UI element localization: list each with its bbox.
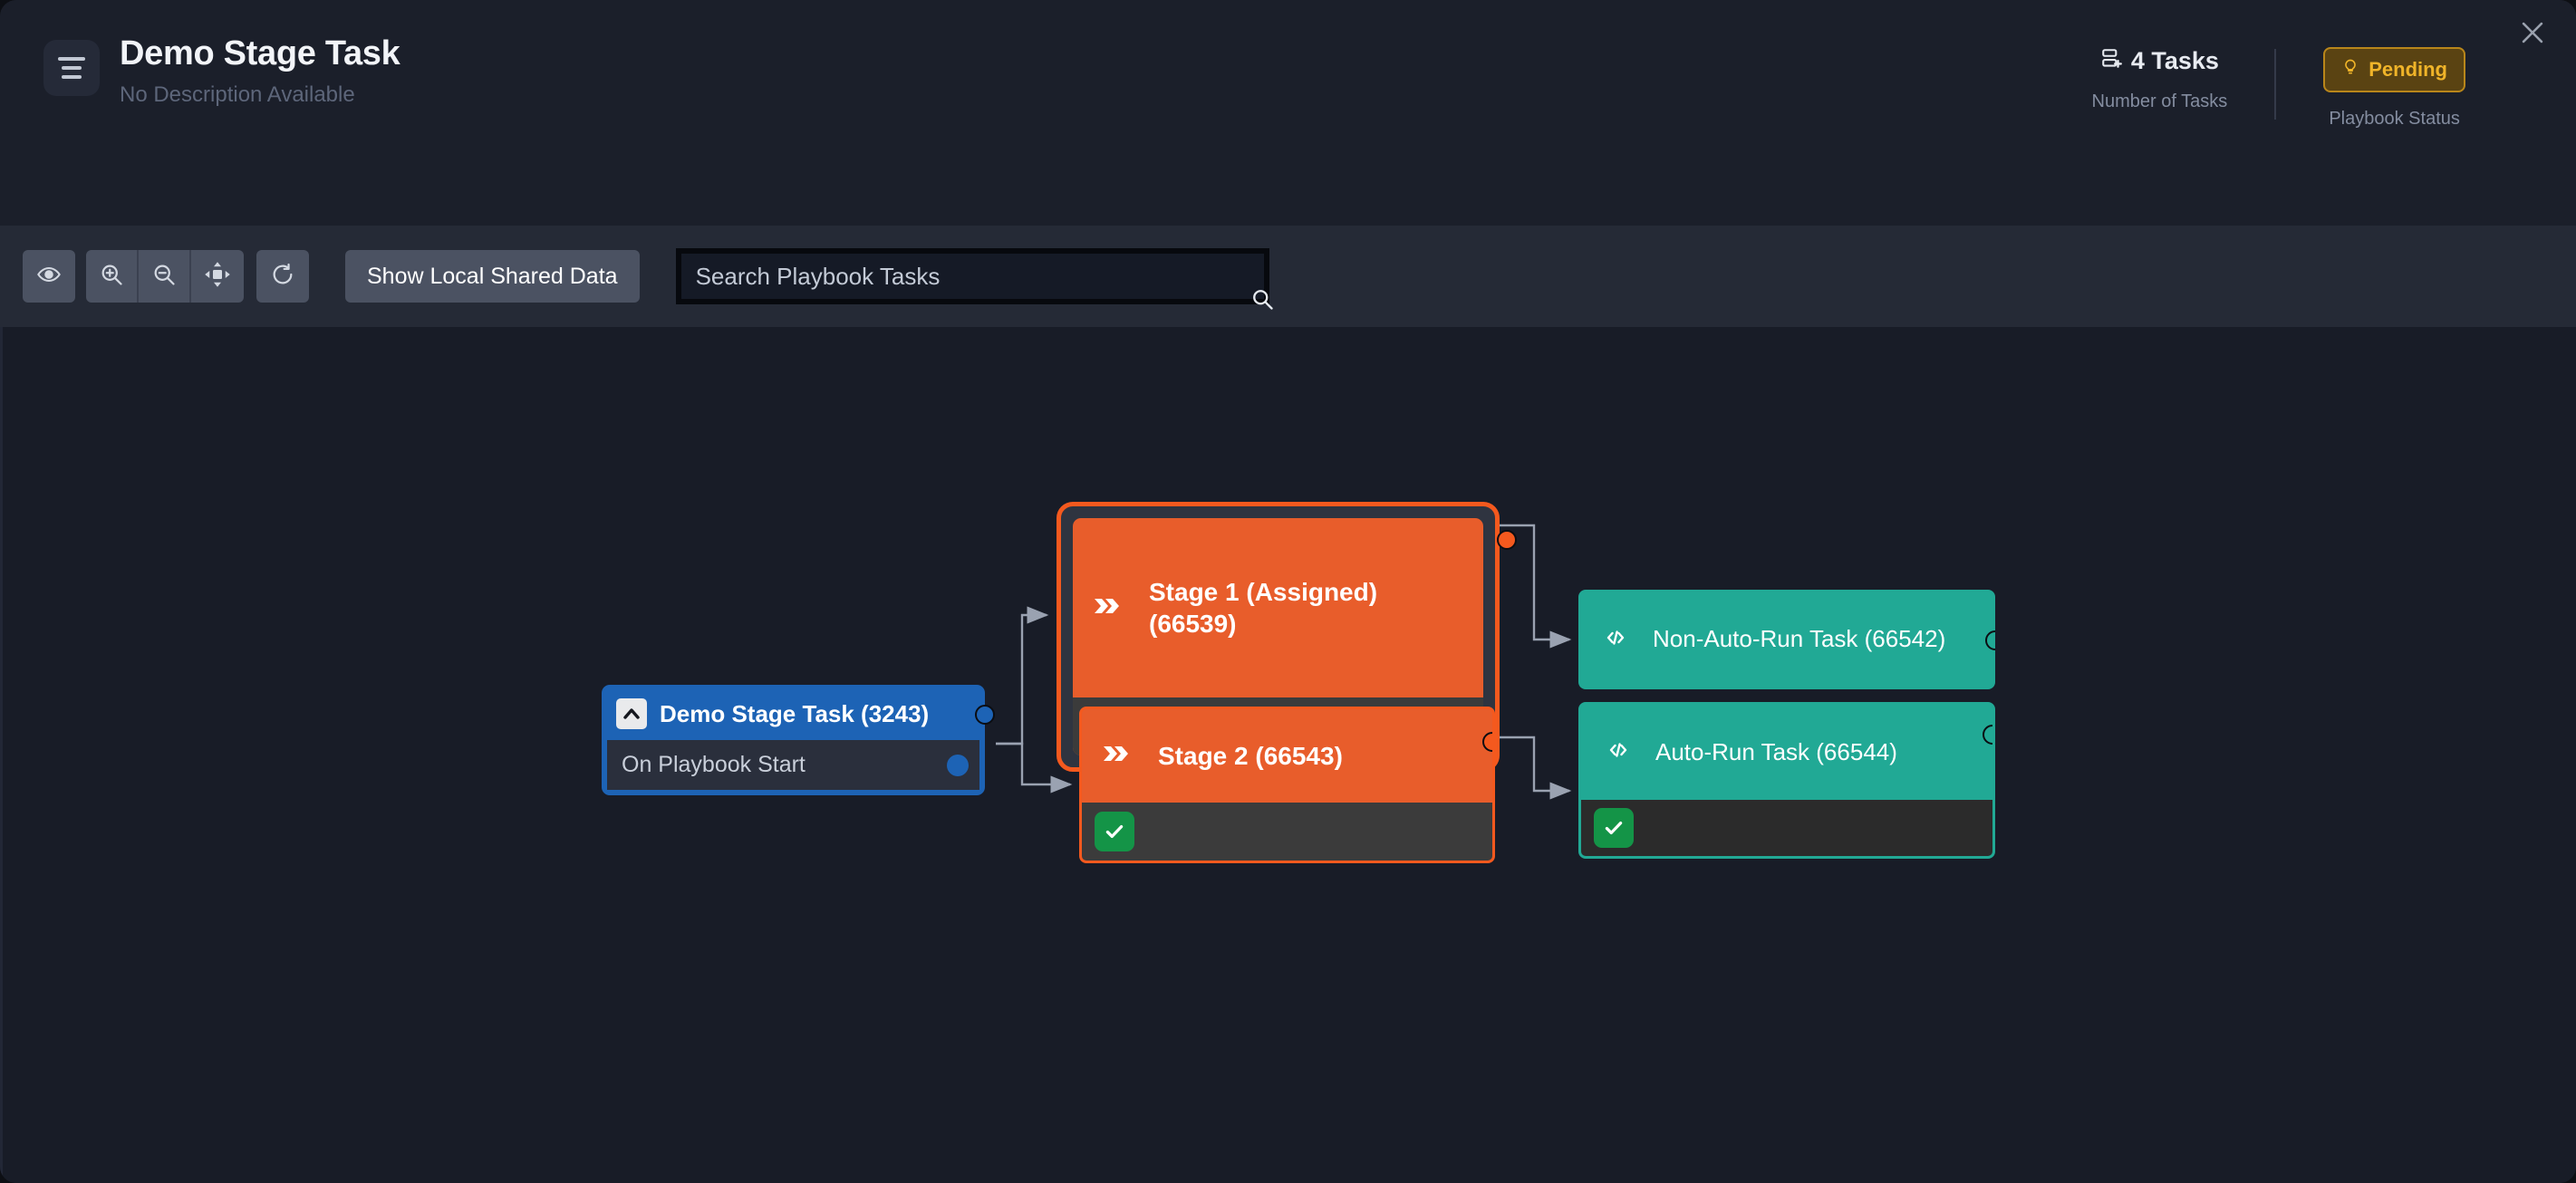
show-local-shared-data-label: Show Local Shared Data — [367, 263, 618, 289]
check-icon[interactable] — [1095, 812, 1134, 851]
search-icon[interactable] — [1244, 281, 1280, 317]
playbook-status-label: Playbook Status — [2329, 109, 2460, 129]
double-chevron-icon — [1095, 596, 1125, 620]
task-count-stat: 4 Tasks Number of Tasks — [2045, 47, 2275, 112]
stage1-title: Stage 1 (Assigned) (66539) — [1149, 578, 1378, 638]
code-icon — [1602, 627, 1629, 653]
page-title: Demo Stage Task — [120, 34, 400, 72]
show-local-shared-data-button[interactable]: Show Local Shared Data — [345, 250, 640, 303]
graph-toolbar: Show Local Shared Data — [0, 226, 2576, 327]
close-icon[interactable] — [2509, 9, 2556, 56]
page-subtitle: No Description Available — [120, 82, 355, 107]
task1-output-port[interactable] — [1985, 630, 1995, 650]
stage1-output-port[interactable] — [1497, 530, 1517, 550]
start-node-title: Demo Stage Task (3243) — [660, 699, 930, 727]
graph-edges — [996, 524, 1572, 800]
zoom-in-icon — [99, 262, 124, 292]
status-badge[interactable]: Pending — [2323, 47, 2465, 92]
header-left: Demo Stage Task No Description Available — [43, 34, 400, 108]
task2-footer — [1581, 800, 1992, 856]
eye-icon — [36, 262, 62, 292]
task2-output-port[interactable] — [1983, 725, 1992, 745]
tasks-stack-icon — [2100, 47, 2124, 75]
start-node-port[interactable] — [975, 705, 995, 725]
playbook-graph-canvas[interactable]: Demo Stage Task (3243) On Playbook Start… — [0, 327, 2576, 1183]
check-icon[interactable] — [1594, 808, 1634, 848]
playbook-status-stat: Pending Playbook Status — [2276, 47, 2513, 130]
code-icon — [1605, 739, 1632, 765]
caret-up-icon — [616, 698, 647, 729]
list-lines-icon[interactable] — [43, 40, 100, 96]
graph-node-task2[interactable]: Auto-Run Task (66544) — [1578, 702, 1995, 859]
refresh-icon — [270, 262, 295, 292]
toggle-visibility-button[interactable] — [23, 250, 75, 303]
zoom-out-icon — [151, 262, 177, 292]
task-count-label: Number of Tasks — [2091, 91, 2228, 111]
stage2-footer — [1082, 803, 1492, 861]
lightbulb-icon — [2341, 57, 2359, 82]
title-block: Demo Stage Task No Description Available — [120, 34, 400, 108]
start-node-header: Demo Stage Task (3243) — [607, 690, 979, 740]
status-badge-label: Pending — [2369, 58, 2447, 81]
stage2-output-port[interactable] — [1482, 732, 1492, 752]
search-container — [675, 248, 1273, 310]
page-header: Demo Stage Task No Description Available… — [0, 0, 2576, 192]
output-port[interactable] — [947, 754, 969, 776]
refresh-button[interactable] — [256, 250, 309, 303]
stage2-title: Stage 2 (66543) — [1158, 742, 1343, 770]
task2-header: Auto-Run Task (66544) — [1581, 705, 1992, 800]
task2-title: Auto-Run Task (66544) — [1655, 737, 1897, 765]
task1-title: Non-Auto-Run Task (66542) — [1653, 625, 1946, 653]
graph-node-task1[interactable]: Non-Auto-Run Task (66542) — [1578, 590, 1995, 689]
task-count-row: 4 Tasks — [2100, 47, 2219, 75]
search-input[interactable] — [680, 254, 1264, 299]
task-count-value: 4 Tasks — [2130, 47, 2219, 74]
zoom-in-button[interactable] — [86, 250, 139, 303]
fit-to-screen-button[interactable] — [191, 250, 244, 303]
fit-screen-icon — [204, 261, 231, 293]
graph-node-stage2[interactable]: Stage 2 (66543) — [1079, 707, 1495, 863]
header-divider — [2274, 49, 2277, 120]
zoom-button-group — [86, 250, 244, 303]
stage1-header: Stage 1 (Assigned) (66539) — [1073, 518, 1483, 697]
start-node-trigger-label: On Playbook Start — [622, 752, 806, 777]
start-node-footer: On Playbook Start — [607, 740, 979, 790]
zoom-out-button[interactable] — [139, 250, 191, 303]
double-chevron-icon — [1104, 744, 1134, 768]
stage2-header: Stage 2 (66543) — [1082, 709, 1492, 803]
task1-header: Non-Auto-Run Task (66542) — [1578, 590, 1995, 689]
header-right: 4 Tasks Number of Tasks Pending Playbook… — [2045, 47, 2513, 130]
graph-node-start[interactable]: Demo Stage Task (3243) On Playbook Start — [602, 685, 995, 795]
